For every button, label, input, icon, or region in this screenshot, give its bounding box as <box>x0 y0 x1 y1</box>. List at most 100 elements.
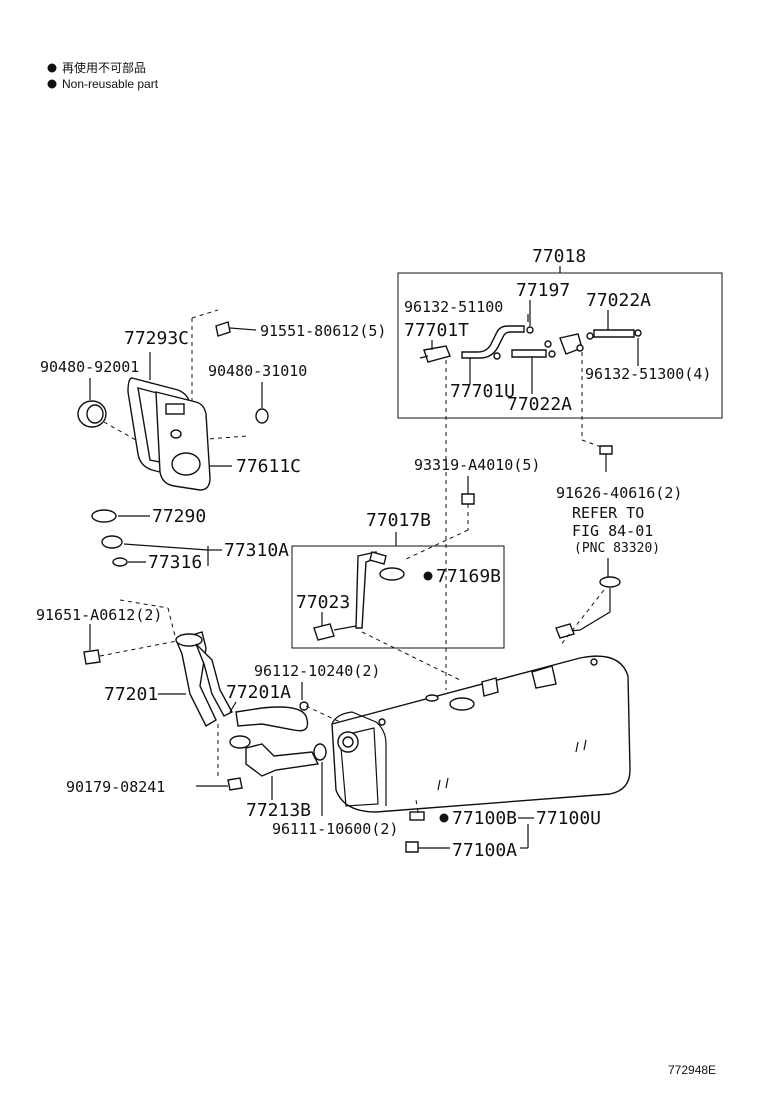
dash-93319-b <box>403 529 469 561</box>
vent-port <box>425 694 439 702</box>
bolt-91626-40616-group: 91626-40616(2) <box>556 445 682 502</box>
bracket-clip <box>369 551 387 565</box>
breather-hose <box>235 706 309 732</box>
leader-91551 <box>229 327 257 331</box>
gasket-77169B <box>379 567 405 581</box>
label-77018: 77018 <box>532 246 586 267</box>
label-96111-10600: 96111-10600(2) <box>272 820 398 838</box>
label-91626-40616: 91626-40616(2) <box>556 484 682 502</box>
label-77290: 77290 <box>152 506 206 527</box>
drain-plug-77100A <box>405 841 419 853</box>
label-77100A: 77100A <box>452 840 517 861</box>
plug-inner <box>86 404 104 424</box>
label-77022A-top: 77022A <box>586 290 651 311</box>
clamp-96111 <box>313 743 327 761</box>
label-91651-A0612: 91651-A0612(2) <box>36 606 162 624</box>
label-77701U: 77701U <box>450 381 515 402</box>
fuel-tank-edge <box>331 711 387 806</box>
legend-marker-jp <box>47 63 57 73</box>
label-77022A-bottom: 77022A <box>507 394 572 415</box>
vapor-hose-assembly-group: 77018 77197 77022A 96132-51100 77701T 77… <box>397 246 723 690</box>
refer-line-1: REFER TO <box>572 504 644 522</box>
filler-pipe-group: 91651-A0612(2) 77201 77201A 96112-10240(… <box>36 599 398 838</box>
drain-group: 77100B 77100U 77100A <box>405 799 601 861</box>
bolt-93319 <box>461 493 475 505</box>
valve-nipple <box>419 355 429 359</box>
label-77100B: 77100B <box>452 808 517 829</box>
tank-stud-b <box>590 658 598 666</box>
dash-91551-top <box>191 309 219 319</box>
dash-to-tank <box>361 631 461 681</box>
clip-g <box>493 352 501 360</box>
filler-box-group: 77293C 91551-80612(5) 90480-92001 90480-… <box>40 309 386 491</box>
label-96112-10240: 96112-10240(2) <box>254 662 380 680</box>
label-77100U: 77100U <box>536 808 601 829</box>
label-96132-51300: 96132-51300(4) <box>585 365 711 383</box>
gasket-77100B <box>409 811 425 821</box>
hose-77022A-lower <box>511 349 547 358</box>
legend-text-en: Non-reusable part <box>62 77 159 91</box>
label-90480-92001: 90480-92001 <box>40 358 139 376</box>
label-90179-08241: 90179-08241 <box>66 778 165 796</box>
check-valve-77701T <box>423 345 451 363</box>
non-reusable-marker-77169B <box>423 571 433 581</box>
bolt-91551 <box>215 321 231 337</box>
fuel-tank-group <box>331 655 631 813</box>
filler-hose-77213B <box>245 743 320 777</box>
clamp-hose-a <box>229 735 251 749</box>
tank-rib-b <box>575 739 587 753</box>
leader-77310A-a <box>123 543 209 551</box>
filler-opening <box>171 452 201 476</box>
dash-91651-bolt <box>99 639 183 657</box>
label-77316: 77316 <box>148 552 202 573</box>
grommet-group: 77290 77316 77310A <box>91 506 289 573</box>
clip-a <box>526 326 534 334</box>
label-77310A: 77310A <box>224 540 289 561</box>
sender-gauge-flange <box>599 576 621 588</box>
clip-e <box>576 344 584 352</box>
legend-marker-en <box>47 79 57 89</box>
clip-f <box>634 329 642 337</box>
refer-note: REFER TO FIG 84-01 (PNC 83320) <box>555 504 660 647</box>
label-96132-51100: 96132-51100 <box>404 298 503 316</box>
label-77169B: 77169B <box>436 566 501 587</box>
clip-c <box>548 350 556 358</box>
label-77611C: 77611C <box>236 456 301 477</box>
leader-77201A <box>229 701 237 713</box>
filter-link <box>333 625 357 631</box>
label-77701T: 77701T <box>404 320 469 341</box>
vapor-hose-77701U <box>461 325 525 359</box>
label-91551-80612: 91551-80612(5) <box>260 322 386 340</box>
dash-cap <box>103 421 151 449</box>
grommet-77290 <box>91 509 117 523</box>
label-77017B: 77017B <box>366 510 431 531</box>
dash-drain <box>415 799 419 813</box>
fuel-tank-end-face <box>339 727 379 807</box>
figure-id: 772948E <box>668 1063 716 1077</box>
label-77201A: 77201A <box>226 682 291 703</box>
bolt-head-91626 <box>599 445 613 455</box>
ring-77316 <box>112 557 128 567</box>
label-77293C: 77293C <box>124 328 189 349</box>
tank-stud-a <box>378 718 386 726</box>
bolt-91651 <box>83 649 101 665</box>
bolt-93319-group: 93319-A4010(5) <box>403 456 540 561</box>
breather-pipe <box>195 643 233 717</box>
label-77023: 77023 <box>296 592 350 613</box>
clip-d <box>586 332 594 340</box>
tank-bracket <box>481 677 499 697</box>
dash-sender <box>559 589 605 647</box>
seal-77310A <box>101 535 123 549</box>
bolt-90179 <box>227 777 243 791</box>
dash-91651-down <box>167 607 177 641</box>
filter-77023 <box>313 623 335 641</box>
plug-90480-31010 <box>255 408 269 424</box>
dash-breather <box>305 705 341 723</box>
tank-rib-a <box>437 777 449 791</box>
sender-float <box>555 623 575 639</box>
bracket-arm <box>355 551 379 629</box>
refer-line-2: FIG 84-01 <box>572 522 653 540</box>
clip-b <box>544 340 552 348</box>
non-reusable-marker-77100B <box>439 813 449 823</box>
